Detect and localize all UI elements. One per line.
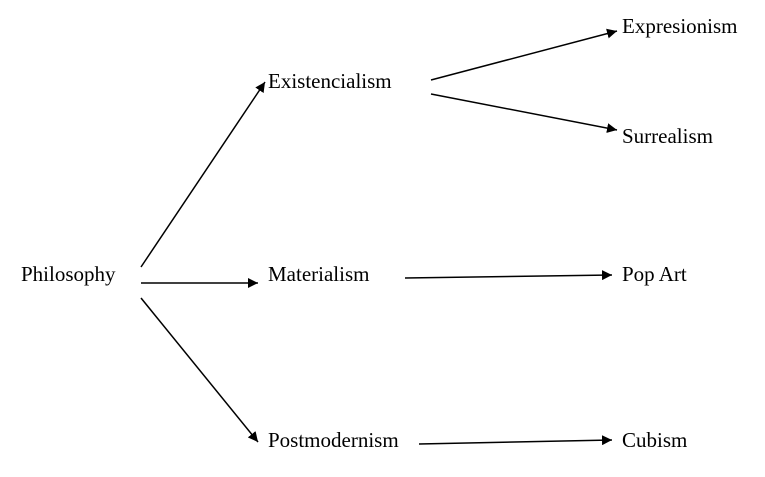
- node-pop-art: Pop Art: [622, 262, 687, 286]
- edge-materialism-popart: [404, 270, 613, 281]
- edge-philosophy-existencialism: [140, 81, 266, 268]
- node-materialism: Materialism: [268, 262, 370, 286]
- node-postmodernism: Postmodernism: [268, 428, 399, 452]
- node-philosophy: Philosophy: [21, 262, 116, 286]
- node-surrealism: Surrealism: [622, 124, 713, 148]
- node-cubism: Cubism: [622, 428, 688, 452]
- edge-existencialism-expresionism: [430, 28, 618, 81]
- edge-existencialism-surrealism: [430, 93, 618, 134]
- node-expresionism: Expresionism: [622, 14, 738, 38]
- edge-postmodernism-cubism: [418, 435, 613, 446]
- edge-philosophy-postmodernism: [140, 297, 259, 443]
- node-existencialism: Existencialism: [268, 69, 392, 93]
